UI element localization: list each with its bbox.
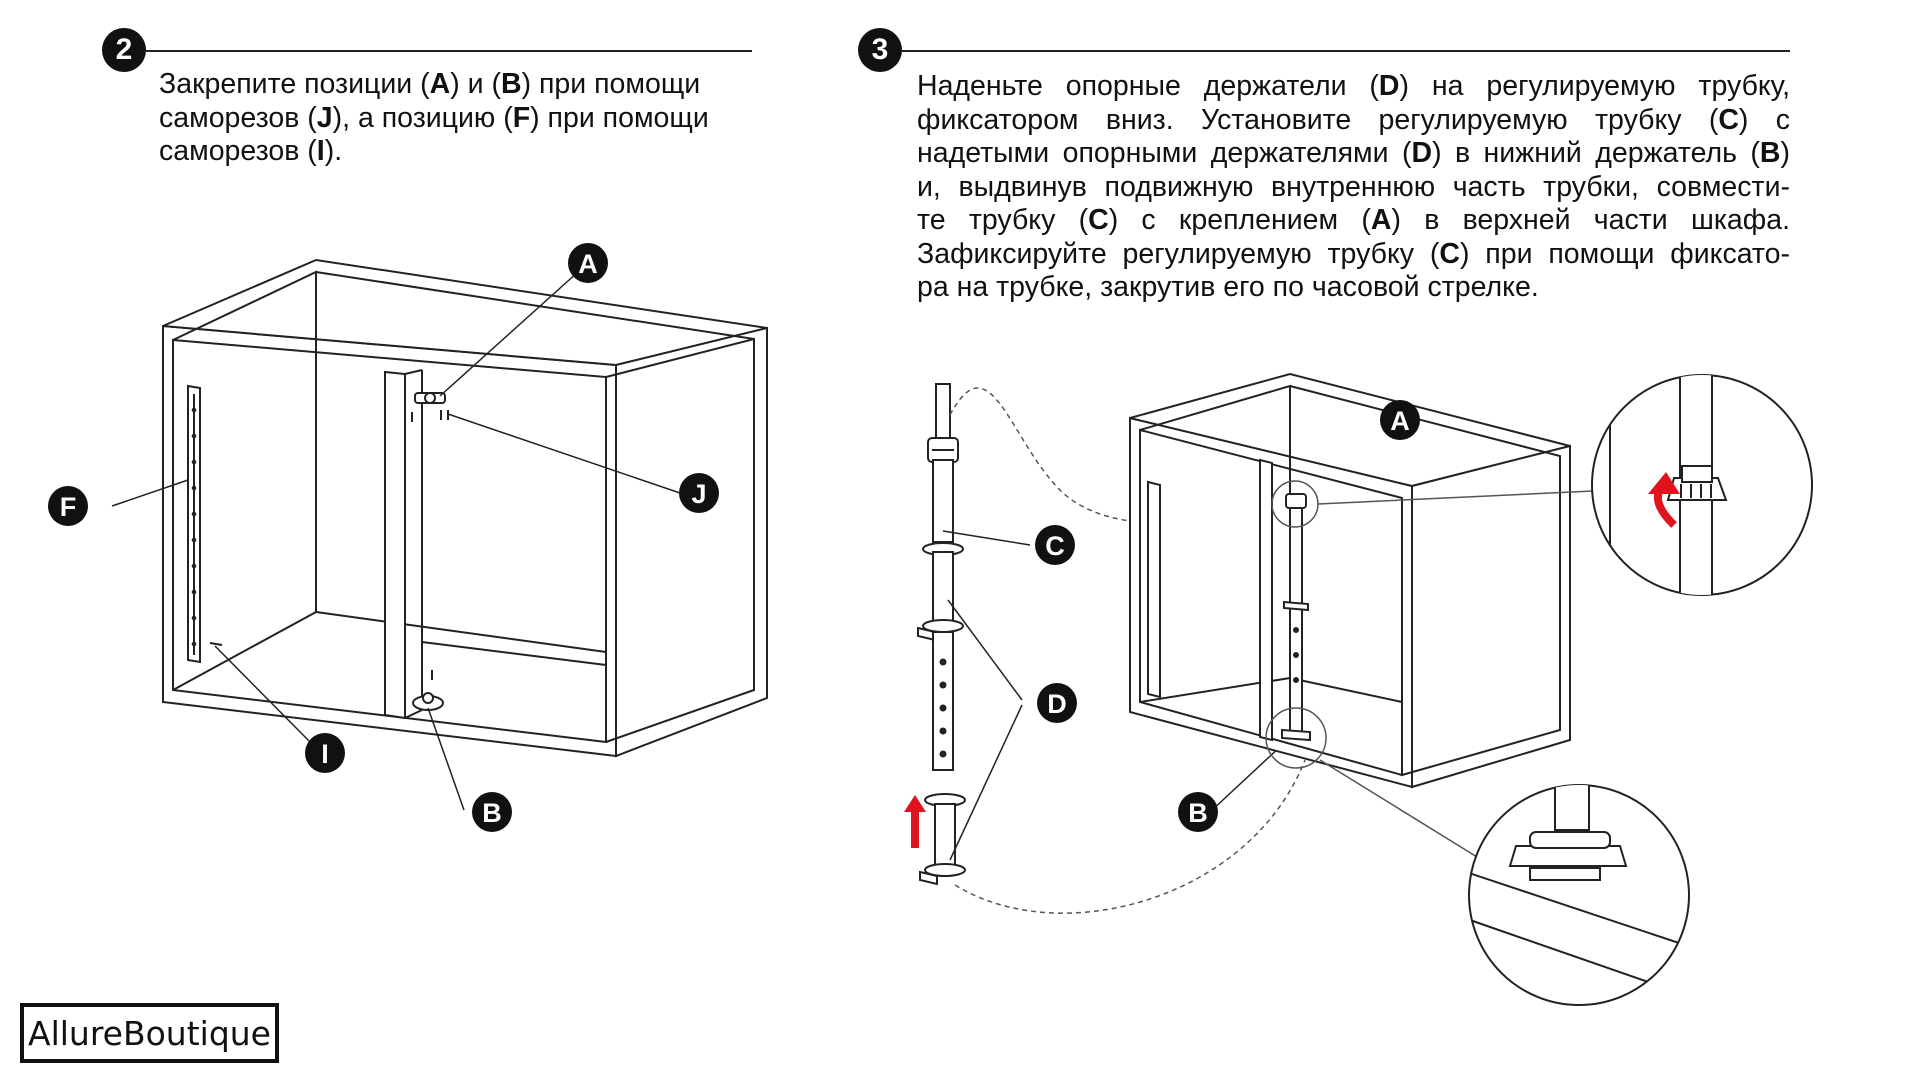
- step-3-instructions: Наденьте опорные держатели (D) на регули…: [917, 70, 1790, 305]
- step-3-tube-c: [917, 383, 966, 886]
- text-run: фиксатором вниз. Установите регулируемую…: [917, 103, 1719, 136]
- text-run: ) в нижний держатель (: [1432, 137, 1760, 169]
- text-run: ) при помощи: [521, 68, 701, 100]
- text-run: саморезов (: [159, 135, 317, 167]
- step-3-cabinet-tube: [1281, 493, 1311, 742]
- step-2-rail-holes: [191, 407, 197, 647]
- step2-line: Закрепите позиции (A) и (B) при помощи: [159, 68, 759, 102]
- step-2-badge: 2: [102, 28, 146, 72]
- step-2-bracket-a: [411, 392, 449, 422]
- callout-b-label: B: [482, 798, 502, 828]
- rotate-arrow-head-icon: [1648, 472, 1680, 494]
- step-2-screw-i: [209, 642, 223, 646]
- part-label-ref: C: [1088, 204, 1109, 236]
- step-3-up-arrow: [904, 795, 926, 848]
- zoom-detail-bottom: [1468, 784, 1690, 1006]
- callout-i-label: I: [321, 739, 329, 769]
- callout-f-label: F: [60, 492, 77, 522]
- text-run: те трубку (: [917, 204, 1089, 236]
- part-label-ref: B: [500, 68, 522, 100]
- callout-a-label: A: [578, 249, 598, 279]
- step-2-rule: [146, 50, 752, 52]
- text-run: надетыми опорными держателями (: [917, 137, 1412, 169]
- text-run: ), а позицию (: [332, 101, 513, 134]
- zoom-detail-top: [1591, 374, 1813, 596]
- text-run: ) на регулируемую трубку,: [1399, 70, 1790, 102]
- step-2-number: 2: [115, 33, 133, 66]
- callout-a-step2: A: [568, 243, 608, 283]
- step-3-cabinet: [1129, 372, 1571, 789]
- text-run: Наденьте опорные держатели (: [917, 70, 1379, 102]
- step-3-badge: 3: [858, 28, 902, 72]
- step3-line: Наденьте опорные держатели (D) на регули…: [917, 70, 1790, 104]
- callout-a3-label: A: [1390, 406, 1410, 436]
- part-label-ref: I: [316, 135, 325, 167]
- step-3-zoom-circles: [1265, 480, 1594, 866]
- step-2-cabinet: [162, 258, 768, 758]
- step3-line: ра на трубке, закрутив его по часовой ст…: [917, 271, 1790, 305]
- step3-line: надетыми опорными держателями (D) в нижн…: [917, 137, 1790, 171]
- step3-line: и, выдвинув подвижную внутреннюю часть т…: [917, 171, 1790, 205]
- callout-j-step2: J: [679, 473, 719, 513]
- callout-c-step3: C: [1035, 525, 1075, 565]
- step2-line: саморезов (J), а позицию (F) при помощи: [159, 102, 759, 136]
- step-2-callouts: A J F I B: [48, 243, 719, 832]
- text-run: ) с креплением (: [1108, 204, 1371, 236]
- text-run: Зафиксируйте регулируемую трубку (: [917, 237, 1440, 270]
- step3-line: Зафиксируйте регулируемую трубку (C) при…: [917, 238, 1790, 272]
- part-label-ref: J: [316, 101, 333, 134]
- text-run: саморезов (: [159, 101, 317, 134]
- callout-a-step3: A: [1380, 400, 1420, 440]
- callout-c-label: C: [1045, 531, 1065, 561]
- callout-d-label: D: [1047, 689, 1067, 719]
- step-3-rule: [902, 50, 1790, 52]
- callout-b-step2: B: [472, 792, 512, 832]
- text-run: ): [1780, 137, 1790, 169]
- text-run: ра на трубке, закрутив его по часовой ст…: [917, 271, 1539, 303]
- part-label-ref: D: [1411, 137, 1433, 169]
- part-label-ref: A: [429, 68, 451, 100]
- watermark-label: AllureBoutique: [20, 1003, 279, 1063]
- step2-line: саморезов (I).: [159, 135, 759, 169]
- step-3-number: 3: [871, 33, 889, 66]
- part-label-ref: B: [1759, 137, 1781, 169]
- text-run: ) в верхней части шкафа.: [1391, 204, 1790, 236]
- part-label-ref: F: [512, 101, 531, 134]
- text-run: ) при помощи фиксато-: [1459, 237, 1790, 270]
- text-run: ) с: [1738, 103, 1790, 136]
- text-run: ).: [324, 135, 343, 167]
- part-label-ref: A: [1370, 204, 1392, 236]
- callout-d-step3: D: [1037, 683, 1077, 723]
- text-run: ) и (: [450, 68, 501, 100]
- step3-line: те трубку (C) с креплением (A) в верхней…: [917, 204, 1790, 238]
- callout-b-step3: B: [1178, 792, 1218, 832]
- step3-line: фиксатором вниз. Установите регулируемую…: [917, 104, 1790, 138]
- text-run: Закрепите позиции (: [159, 68, 430, 100]
- callout-b3-label: B: [1188, 798, 1208, 828]
- callout-f-step2: F: [48, 486, 88, 526]
- callout-j-label: J: [691, 479, 706, 509]
- step-2-leaders: [111, 262, 681, 811]
- step-3-callouts: C D A B: [1035, 400, 1420, 832]
- part-label-ref: C: [1718, 103, 1739, 136]
- callout-i-step2: I: [305, 733, 345, 773]
- part-label-ref: C: [1439, 237, 1460, 270]
- text-run: ) при помощи: [530, 101, 709, 134]
- text-run: и, выдвинув подвижную внутреннюю часть т…: [917, 170, 1790, 203]
- part-label-ref: D: [1378, 70, 1400, 102]
